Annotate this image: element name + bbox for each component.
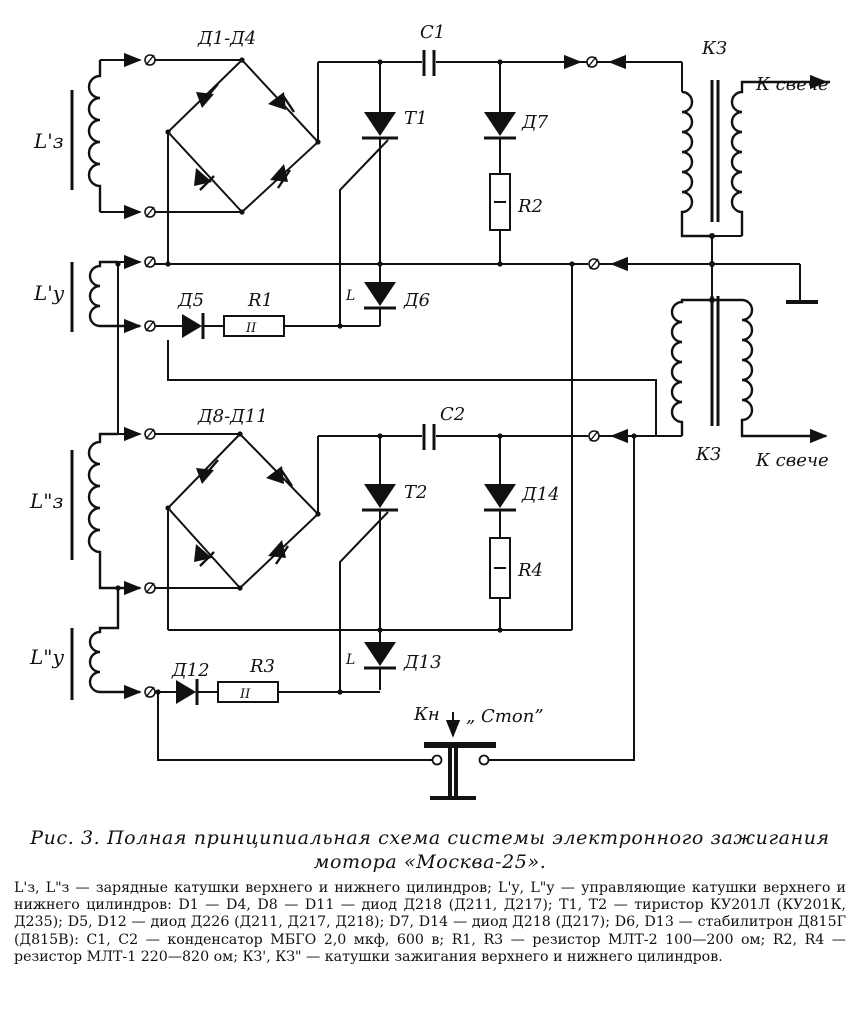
stop-button[interactable]: [424, 712, 496, 800]
ignition-coil-kz-bottom: [670, 296, 828, 444]
diode-d7: [484, 62, 516, 174]
label-d7: Д7: [521, 112, 549, 133]
coil-ly-dprime: [70, 588, 140, 700]
label-r2: R2: [517, 196, 543, 217]
caption-line-1: Рис. 3. Полная принципиальная схема сист…: [30, 827, 830, 849]
coil-ly-prime: [70, 260, 140, 332]
capacitor-c2: [422, 424, 436, 450]
terminal: [588, 430, 600, 442]
terminal: [144, 582, 156, 594]
ignition-coil-kz-top: [680, 62, 830, 238]
diode-d12: [176, 679, 199, 705]
resistor-r2: [489, 173, 511, 231]
capacitor-c1: [422, 50, 436, 76]
label-t2: T2: [404, 482, 427, 503]
ignition-circuit-diagram: L'з Д1-Д4 C1 T1: [29, 22, 830, 800]
label-c1: C1: [420, 22, 445, 43]
zener-d13: [364, 642, 396, 690]
label-kn: Кн: [413, 704, 440, 725]
terminal: [144, 206, 156, 218]
diode-bridge-d8-d11: [166, 432, 320, 590]
label-d14: Д14: [521, 484, 560, 505]
label-d1-d4: Д1-Д4: [197, 28, 256, 49]
zener-mark-d6: L: [345, 288, 355, 304]
terminal: [144, 686, 156, 698]
label-kz-top: КЗ: [701, 38, 727, 59]
diode-d14: [484, 436, 516, 538]
label-kz-bottom: КЗ: [695, 444, 721, 465]
label-c2: C2: [440, 404, 465, 425]
label-t1: T1: [404, 108, 427, 129]
label-k-sveche-bottom: К свече: [755, 450, 829, 471]
label-l3-prime: L'з: [33, 129, 64, 153]
figure-legend: L'з, L"з — зарядные катушки верхнего и н…: [14, 880, 846, 965]
caption-line-2: мотора «Москва-25».: [313, 851, 547, 873]
label-stop: „ Стоп”: [466, 706, 544, 727]
label-d8-d11: Д8-Д11: [197, 406, 268, 427]
terminal: [586, 56, 598, 68]
label-ly-dprime: L"у: [29, 645, 64, 669]
zener-d6: [364, 282, 396, 326]
resistor-mark-r3: II: [239, 687, 251, 702]
label-l3-dprime: L"з: [29, 489, 63, 513]
resistor-mark-r1: II: [245, 321, 257, 336]
thyristor-t2: [339, 436, 398, 690]
label-k-sveche-top: К свече: [755, 74, 829, 95]
terminal: [144, 256, 156, 268]
thyristor-t1: [339, 62, 398, 325]
terminal: [588, 258, 600, 270]
label-d6: Д6: [403, 290, 430, 311]
terminal: [144, 320, 156, 332]
terminal: [144, 428, 156, 440]
label-r1: R1: [247, 290, 273, 311]
zener-mark-d13: L: [345, 652, 355, 668]
resistor-r4: [489, 537, 511, 599]
label-ly-prime: L'у: [33, 281, 65, 305]
figure-caption: Рис. 3. Полная принципиальная схема сист…: [14, 826, 846, 874]
diode-d5: [182, 313, 205, 339]
label-r4: R4: [517, 560, 543, 581]
label-d13: Д13: [403, 652, 442, 673]
label-d12: Д12: [171, 660, 210, 681]
label-r3: R3: [249, 656, 275, 677]
coil-l3-dprime: [70, 432, 140, 590]
terminal: [144, 54, 156, 66]
coil-l3-prime: [70, 60, 102, 212]
diode-bridge-d1-d4: [166, 58, 320, 214]
label-d5: Д5: [177, 290, 204, 311]
